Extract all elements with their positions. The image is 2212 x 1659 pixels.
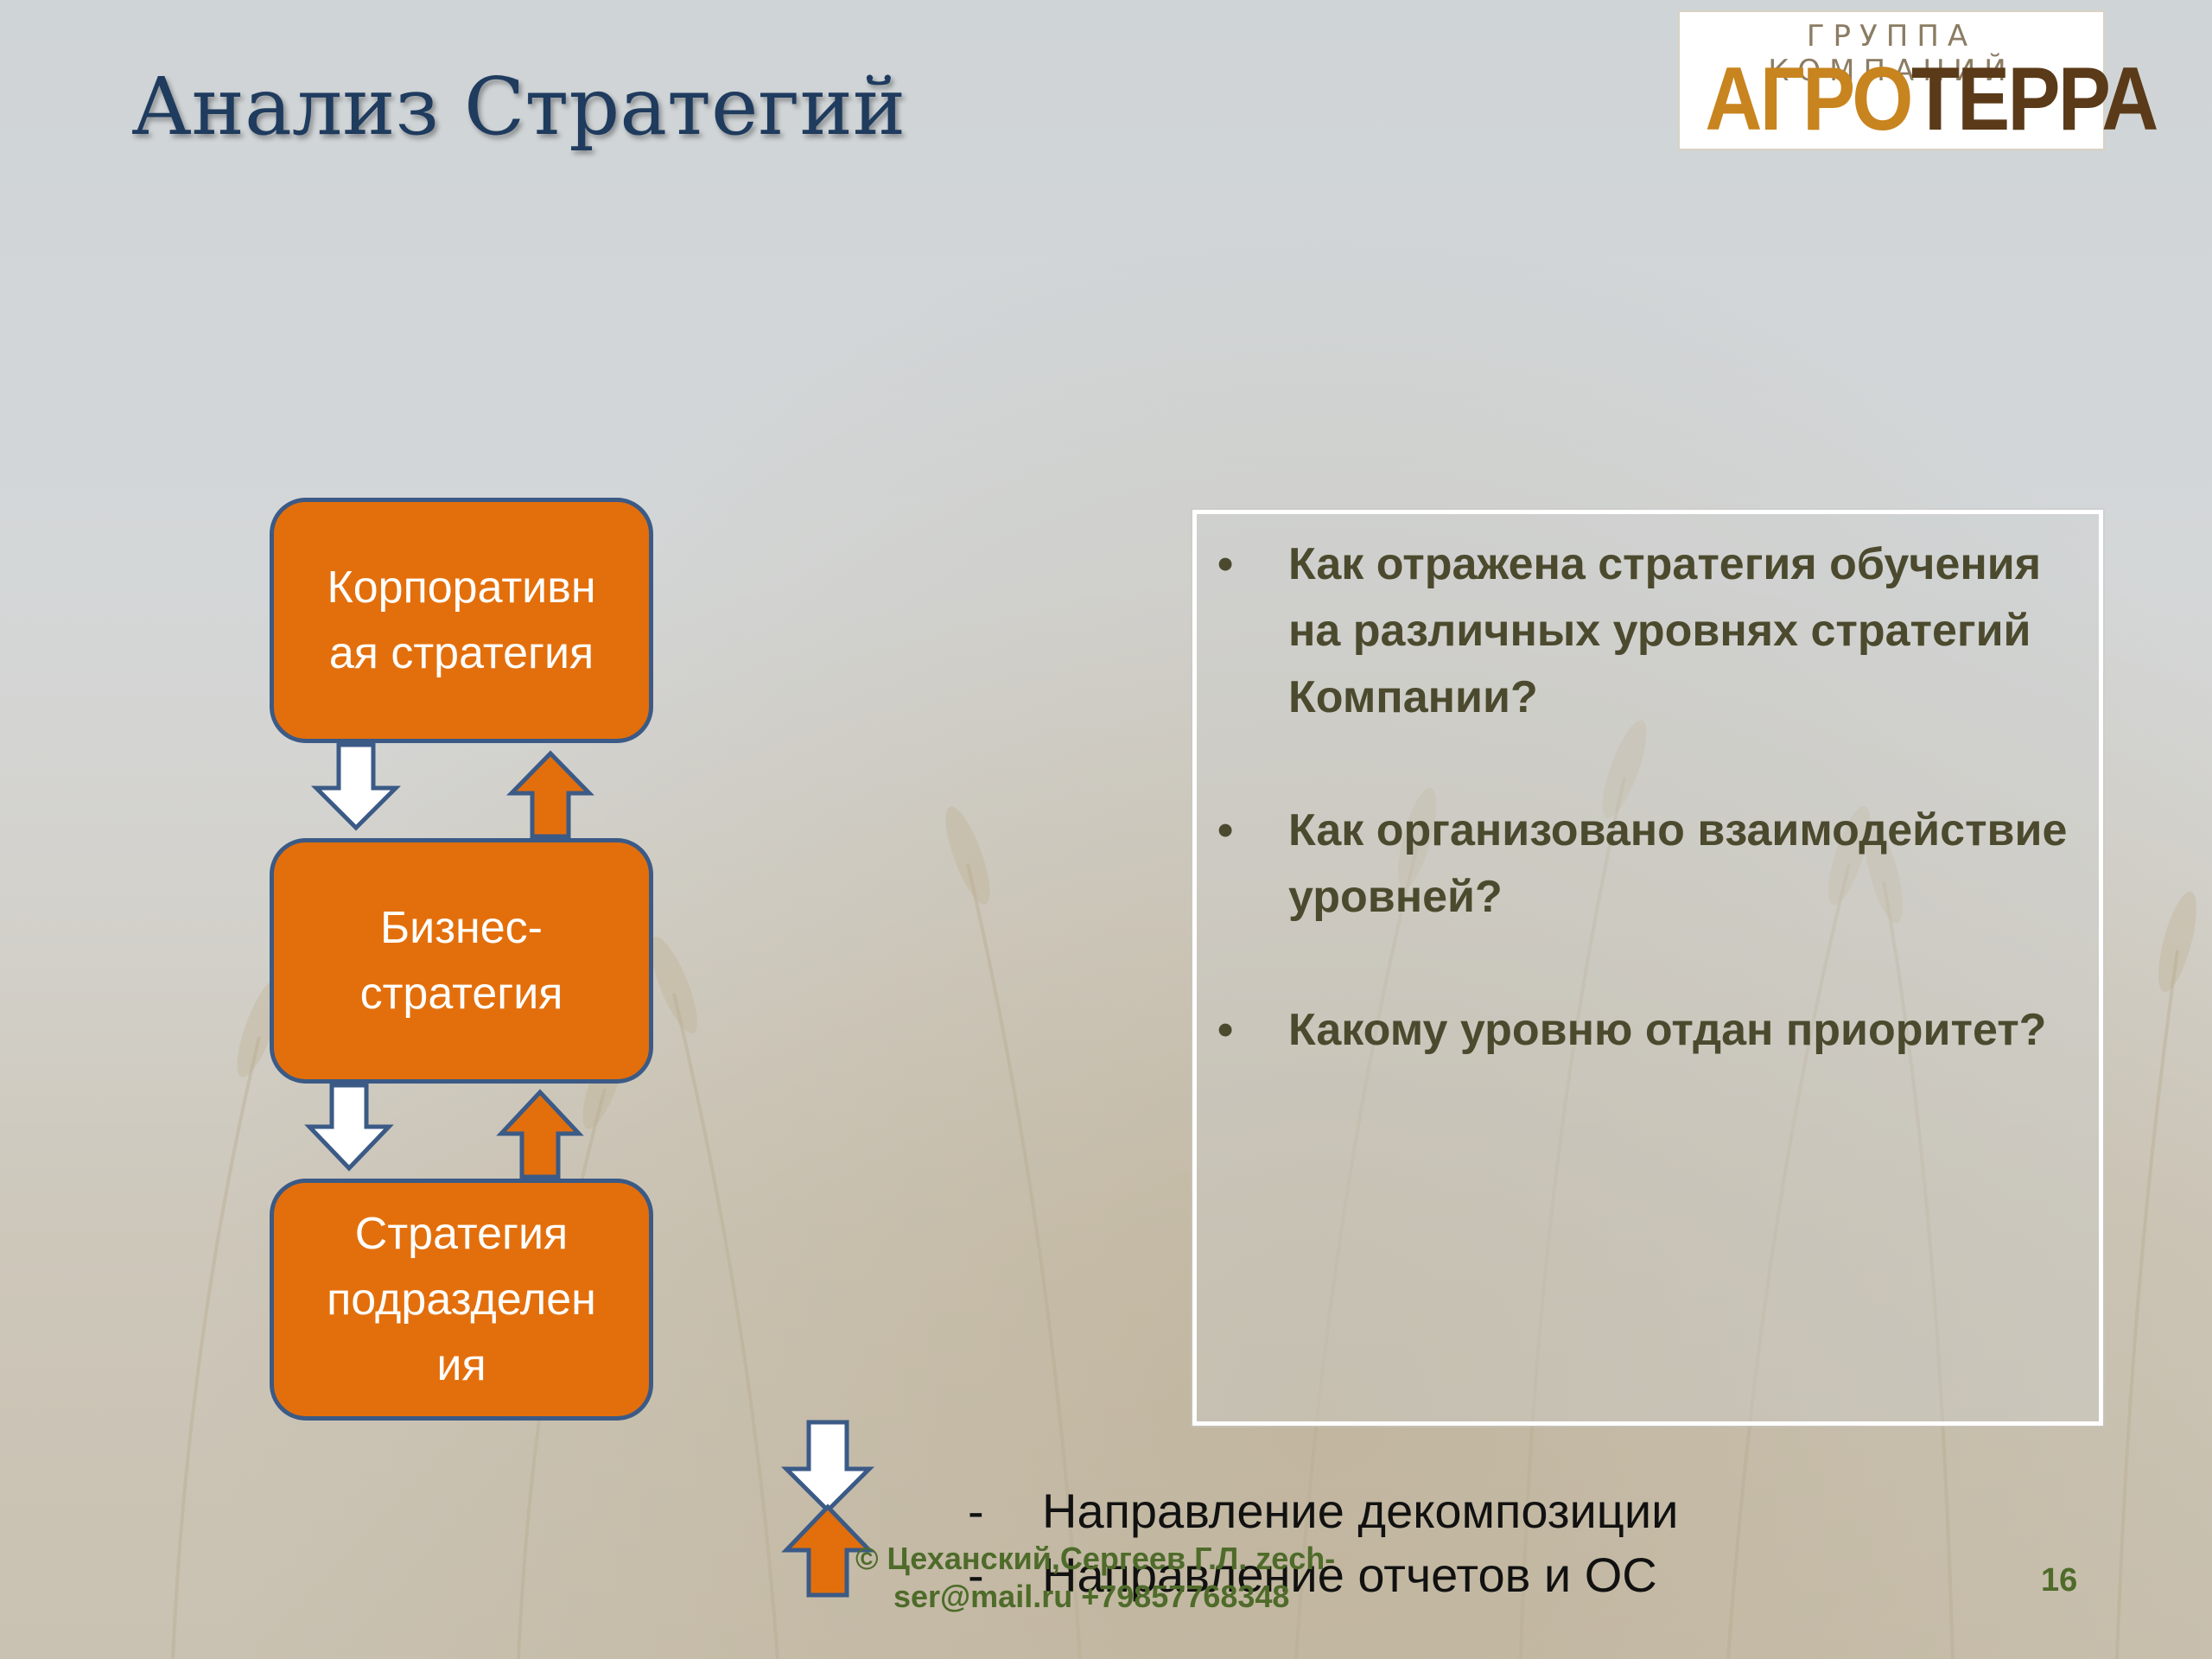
question-item: • Как организовано взаимодействие уровне…	[1197, 798, 2099, 931]
box-label-line: подразделен	[327, 1274, 596, 1325]
bullet-icon: •	[1217, 805, 1234, 855]
page-number: 16	[2041, 1562, 2078, 1599]
down-arrow-icon	[304, 1083, 394, 1172]
questions-panel: • Как отражена стратегия обучения на раз…	[1192, 510, 2103, 1426]
question-item: • Какому уровню отдан приоритет?	[1197, 997, 2099, 1064]
legend-up-arrow-icon	[781, 1503, 874, 1598]
logo-subtitle: ГРУППА КОМПАНИЙ	[1768, 19, 2015, 88]
question-text: Как отражена стратегия обучения на разли…	[1288, 539, 2042, 722]
box-label-line: Корпоративн	[327, 563, 596, 613]
bullet-icon: •	[1217, 1005, 1234, 1055]
legend-dash: -	[968, 1548, 984, 1602]
up-arrow-icon	[496, 1089, 584, 1179]
question-text: Как организовано взаимодействие уровней?	[1288, 805, 2068, 922]
legend-reports-label: Направление отчетов и ОС	[1042, 1548, 1657, 1602]
questions-list: • Как отражена стратегия обучения на раз…	[1197, 531, 2099, 1130]
logo-mark-agro: АГРО	[1705, 49, 1913, 149]
logo-mark-terra: ТЕРРА	[1910, 49, 2159, 149]
question-item: • Как отражена стратегия обучения на раз…	[1197, 531, 2099, 731]
credit-line: © Цеханский,Сергеев Г.Л. zech-	[855, 1541, 1336, 1576]
box-label-line: Бизнес-	[380, 903, 543, 953]
division-strategy-box: Стратегия подразделен ия	[270, 1179, 653, 1421]
up-arrow-icon	[506, 750, 594, 839]
box-label-line: стратегия	[359, 969, 563, 1019]
box-label-line: ия	[436, 1340, 486, 1390]
box-label-line: Стратегия	[354, 1209, 569, 1259]
company-logo: ГРУППА КОМПАНИЙ АГРОТЕРРА	[1678, 10, 2158, 150]
slide-title: Анализ Стратегий	[131, 60, 906, 153]
legend-decomposition: - Направление декомпозиции	[968, 1483, 1678, 1539]
down-arrow-icon	[310, 742, 402, 831]
bullet-icon: •	[1217, 539, 1234, 589]
legend-decomposition-label: Направление декомпозиции	[1042, 1484, 1679, 1538]
corporate-strategy-box: Корпоративн ая стратегия	[270, 498, 653, 743]
footer-credit: © Цеханский,Сергеев Г.Л. zech- ser@mail.…	[855, 1540, 1408, 1616]
legend-down-arrow-icon	[780, 1420, 875, 1514]
credit-line: ser@mail.ru +79857768348	[893, 1579, 1290, 1614]
legend-reports: - Направление отчетов и ОС	[968, 1547, 1657, 1603]
box-label-line: ая стратегия	[328, 628, 594, 678]
legend-dash: -	[968, 1484, 984, 1538]
question-text: Какому уровню отдан приоритет?	[1288, 1005, 2047, 1055]
business-strategy-box: Бизнес- стратегия	[270, 838, 653, 1084]
logo-mark: АГРОТЕРРА	[1705, 49, 2158, 149]
